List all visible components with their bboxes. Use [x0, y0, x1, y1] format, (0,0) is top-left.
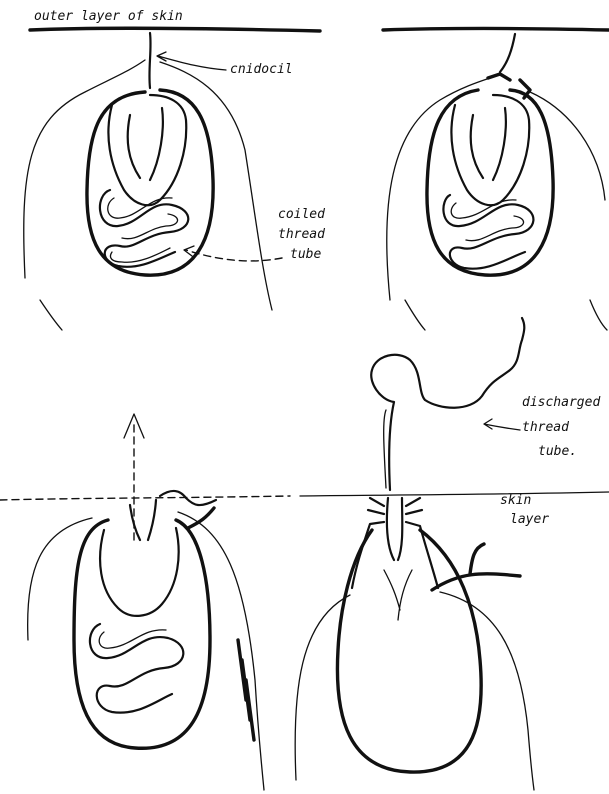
capsule-wall-right — [427, 90, 553, 275]
capsule-neck — [108, 95, 186, 205]
capsule-wall-bl — [74, 520, 210, 748]
capsule-neck-right — [451, 95, 529, 205]
coiled-label-line1: coiled — [278, 207, 325, 222]
skin-label-line1: skin — [500, 493, 531, 508]
everting-neck — [100, 500, 179, 616]
outer-skin-line-right — [383, 29, 609, 31]
discharged-thread-inner — [384, 410, 386, 488]
skin-line-bottom-right — [300, 492, 609, 496]
side-nerve-right — [432, 574, 520, 590]
cnidocil-stub — [500, 34, 515, 72]
outer-skin-line — [30, 28, 320, 31]
empty-capsule-wall — [337, 530, 481, 772]
coiled-leader-dashes — [186, 250, 282, 261]
discharged-label-line2: thread — [522, 420, 569, 435]
skin-line-bottom-left — [0, 496, 290, 500]
enclosing-cell-wall-right — [387, 78, 605, 300]
coiled-tube-bl-inner — [99, 630, 166, 648]
coiled-leader-arrowhead — [184, 246, 194, 256]
coiled-label-line3: tube — [290, 247, 321, 262]
discharged-label-line1: discharged — [522, 395, 600, 410]
enclosing-cell-wall-br — [295, 592, 534, 790]
cell-base-right — [405, 300, 607, 330]
coiled-label-line2: thread — [278, 227, 325, 242]
panel-triggered-cell — [383, 29, 609, 331]
coiled-tube-inner — [108, 198, 178, 262]
discharged-arrow — [484, 419, 520, 430]
inner-barb — [384, 570, 412, 620]
discharged-thread-tube — [371, 318, 524, 490]
capsule-shaft — [387, 498, 402, 560]
skin-label-line2: layer — [510, 512, 549, 527]
coiled-tube-outer — [100, 190, 188, 267]
panel-discharging-cell — [0, 414, 290, 790]
nerve-branch — [470, 544, 484, 574]
outer-layer-label: outer layer of skin — [34, 9, 183, 24]
cnidocil-label: cnidocil — [230, 62, 293, 77]
enclosing-cell-wall — [24, 60, 272, 310]
discharged-label-line3: tube. — [538, 444, 577, 459]
capsule-wall — [87, 90, 213, 275]
cnidocil-hair — [149, 33, 150, 88]
cell-base-left — [40, 300, 62, 330]
cnidocil-arrow — [157, 52, 226, 70]
